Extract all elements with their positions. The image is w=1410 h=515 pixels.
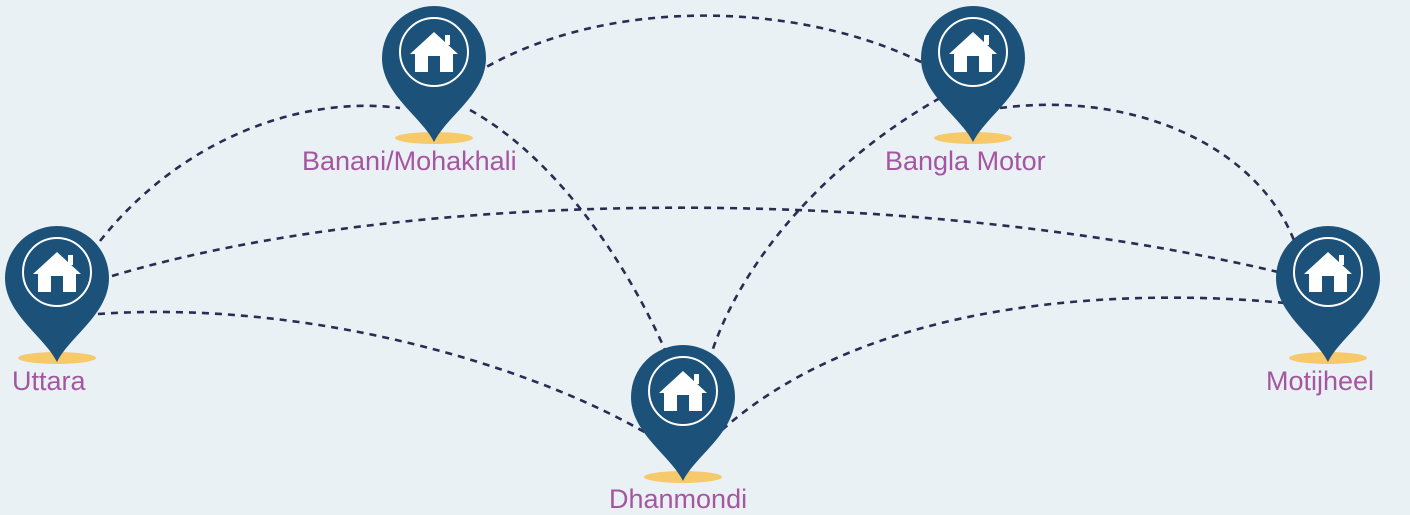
location-label-dhanmondi: Dhanmondi [609, 484, 748, 514]
bangla-motor-home-pin-icon[interactable] [920, 5, 1026, 145]
route-banani-bangla-motor [464, 14, 946, 82]
route-uttara-banani [98, 104, 401, 242]
location-label-banani: Banani/Mohakhali [302, 146, 517, 176]
dhanmondi-home-pin-icon[interactable] [630, 344, 736, 484]
route-banani-dhanmondi [469, 108, 667, 351]
location-label-motijheel: Motijheel [1266, 366, 1375, 396]
location-label-uttara: Uttara [12, 366, 86, 396]
banani-home-pin-icon[interactable] [381, 5, 487, 145]
location-label-bangla-motor: Bangla Motor [885, 146, 1046, 176]
route-dhanmondi-motijheel [721, 296, 1286, 431]
route-uttara-dhanmondi [97, 310, 649, 436]
motijheel-home-pin-icon[interactable] [1275, 225, 1381, 365]
routes [97, 14, 1297, 436]
uttara-home-pin-icon[interactable] [4, 225, 110, 365]
route-bangla-motor-motijheel [999, 103, 1297, 244]
route-uttara-motijheel [111, 206, 1296, 278]
route-bangla-motor-dhanmondi [708, 96, 941, 359]
